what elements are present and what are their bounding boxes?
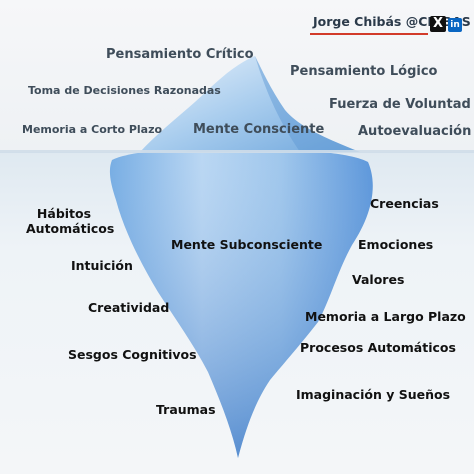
label-valores: Valores [352, 272, 405, 287]
label-creatividad: Creatividad [88, 300, 170, 315]
label-traumas: Traumas [156, 402, 216, 417]
label-emociones: Emociones [358, 237, 434, 252]
label-habitos-line1: Hábitos [36, 206, 92, 221]
waterline [0, 150, 474, 153]
label-creencias: Creencias [370, 196, 439, 211]
label-fuerza-voluntad: Fuerza de Voluntad [329, 97, 471, 112]
label-habitos-line2: Automáticos [26, 221, 115, 236]
label-memoria-largo: Memoria a Largo Plazo [305, 309, 466, 324]
label-sesgos-cognitivos: Sesgos Cognitivos [68, 347, 197, 362]
label-autoevaluacion: Autoevaluación [358, 124, 472, 139]
label-mente-subconsciente: Mente Subconsciente [171, 237, 323, 252]
label-habitos-automaticos: Hábitos Automáticos [26, 206, 115, 236]
x-logo-icon[interactable]: X [430, 16, 446, 32]
label-intuicion: Intuición [71, 258, 133, 273]
iceberg-tip [140, 56, 360, 152]
author-underline [310, 33, 428, 35]
label-procesos-automaticos: Procesos Automáticos [300, 340, 456, 355]
label-memoria-corto: Memoria a Corto Plazo [22, 123, 163, 136]
label-mente-consciente: Mente Consciente [193, 122, 325, 137]
linkedin-logo-icon[interactable]: in [448, 18, 462, 32]
iceberg-shading [109, 148, 373, 458]
label-pensamiento-logico: Pensamiento Lógico [290, 64, 438, 79]
label-pensamiento-critico: Pensamiento Crítico [106, 47, 254, 62]
label-imaginacion-suenos: Imaginación y Sueños [296, 387, 451, 402]
iceberg-tip-shadow [255, 56, 360, 152]
label-toma-decisiones: Toma de Decisiones Razonadas [28, 84, 221, 97]
